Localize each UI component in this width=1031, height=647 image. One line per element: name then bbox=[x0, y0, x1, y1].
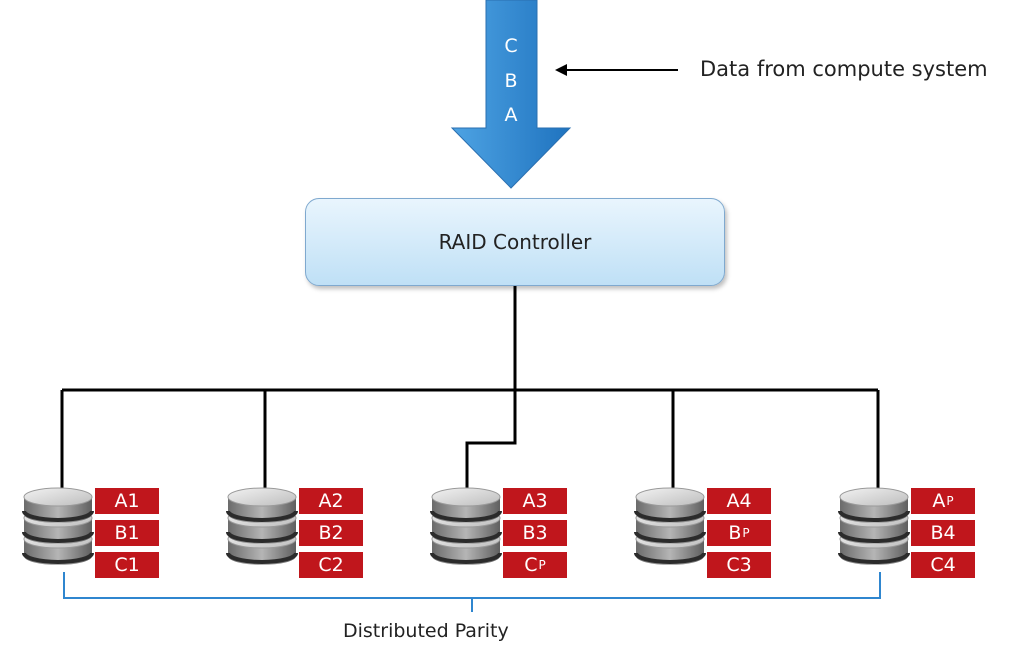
disk-icon bbox=[838, 487, 910, 565]
stripe-block: C4 bbox=[910, 551, 976, 579]
raid-controller-label: RAID Controller bbox=[438, 230, 592, 254]
stripe-block: A1 bbox=[94, 487, 160, 515]
data-arrow bbox=[450, 0, 572, 189]
stripe-block-label: C bbox=[524, 554, 538, 576]
disk-icon bbox=[226, 487, 298, 565]
arrow-letter-b: B bbox=[504, 70, 518, 92]
stripe-block: B1 bbox=[94, 519, 160, 547]
distributed-parity-label: Distributed Parity bbox=[343, 620, 509, 642]
stripe-block: C1 bbox=[94, 551, 160, 579]
stripe-block-label: B4 bbox=[930, 522, 956, 544]
stripe-block-label: A bbox=[932, 490, 946, 512]
parity-subscript: P bbox=[946, 494, 954, 508]
stripe-block: C2 bbox=[298, 551, 364, 579]
disk-icon bbox=[430, 487, 502, 565]
connection-lines bbox=[60, 285, 880, 495]
parity-bracket bbox=[63, 572, 881, 612]
stripe-block-label: A1 bbox=[114, 490, 140, 512]
callout-arrowhead bbox=[555, 64, 567, 76]
disk-layer bbox=[22, 487, 910, 565]
parity-subscript: P bbox=[742, 526, 750, 540]
stripe-block-label: C4 bbox=[930, 554, 956, 576]
parity-subscript: P bbox=[538, 558, 546, 572]
stripe-block: A3 bbox=[502, 487, 568, 515]
stripe-block-label: C3 bbox=[726, 554, 752, 576]
stripe-block: C3 bbox=[706, 551, 772, 579]
stripe-block: B2 bbox=[298, 519, 364, 547]
stripe-block-label: A2 bbox=[318, 490, 344, 512]
stripe-block: A2 bbox=[298, 487, 364, 515]
stripe-block: B3 bbox=[502, 519, 568, 547]
stripe-block: A4 bbox=[706, 487, 772, 515]
stripe-block-label: B2 bbox=[318, 522, 344, 544]
arrow-letter-c: C bbox=[504, 35, 518, 57]
arrow-letter-a: A bbox=[504, 104, 518, 126]
stripe-block-label: B bbox=[728, 522, 742, 544]
stripe-block-label: A3 bbox=[522, 490, 548, 512]
callout-text: Data from compute system bbox=[700, 57, 988, 81]
stripe-block-label: C2 bbox=[318, 554, 344, 576]
stripe-block-label: B3 bbox=[522, 522, 548, 544]
disk-icon bbox=[22, 487, 94, 565]
raid-controller: RAID Controller bbox=[305, 198, 725, 286]
stripe-block-label: A4 bbox=[726, 490, 752, 512]
disk-icon bbox=[634, 487, 706, 565]
stripe-block-label: B1 bbox=[114, 522, 140, 544]
stripe-block-label: C1 bbox=[114, 554, 140, 576]
stripe-block: B4 bbox=[910, 519, 976, 547]
